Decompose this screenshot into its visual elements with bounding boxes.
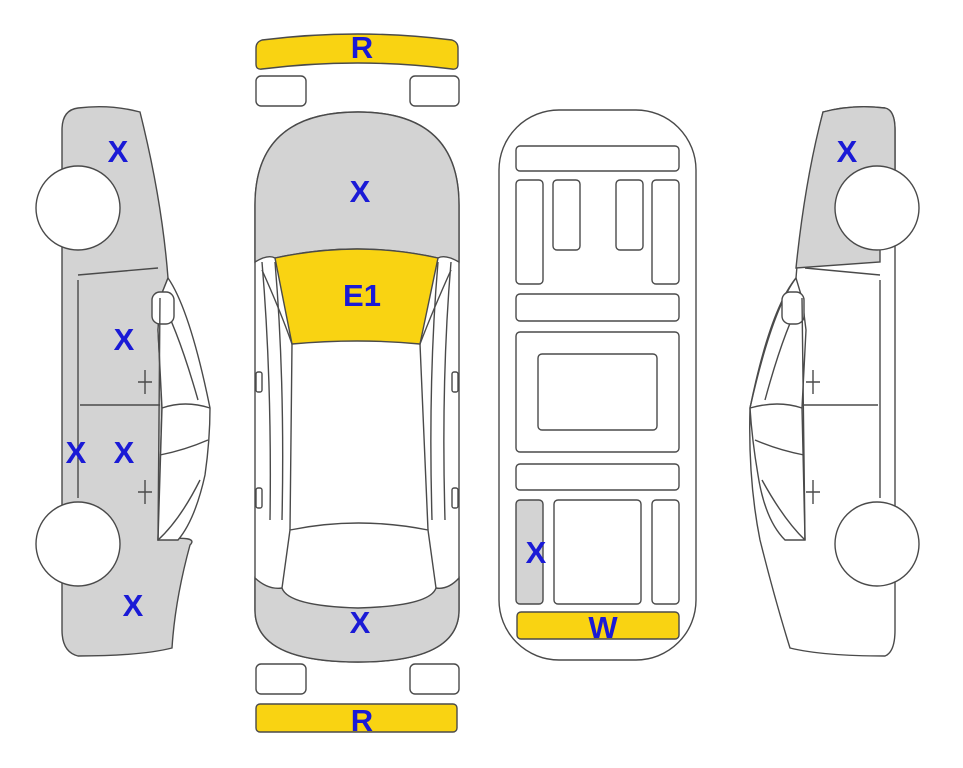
right-front-wheel xyxy=(834,165,920,251)
underbody-front-bar xyxy=(515,145,680,172)
underbody-front-left-rail xyxy=(515,179,544,285)
rear-window xyxy=(281,522,437,609)
underbody-rear-center xyxy=(553,499,642,605)
windshield[interactable] xyxy=(274,248,439,345)
rear-bumper-label: R xyxy=(351,703,373,738)
roof-outline xyxy=(289,343,429,531)
front-bumper-label: R xyxy=(351,30,373,65)
underbody-rear-panel[interactable] xyxy=(516,611,680,640)
handle-right-top xyxy=(451,487,459,509)
rear-light-left xyxy=(255,663,307,695)
left-front-fender-label: X xyxy=(108,134,129,169)
left-greenhouse xyxy=(157,276,211,541)
right-mirror xyxy=(781,291,805,325)
left-front-wheel xyxy=(35,165,121,251)
front-bumper-group: R xyxy=(255,30,460,107)
left-door-handle-rear xyxy=(138,480,152,504)
a-pillar-line xyxy=(261,269,452,345)
left-rear-wheel xyxy=(35,501,121,587)
underbody-front-right-rail xyxy=(651,179,680,285)
left-door-lines xyxy=(77,267,161,541)
left-door-handle-front xyxy=(138,370,152,394)
front-light-right xyxy=(409,75,460,107)
right-greenhouse xyxy=(749,276,807,541)
front-bumper[interactable] xyxy=(255,33,459,70)
trunk-label: X xyxy=(350,605,371,640)
right-door-handle-rear xyxy=(806,480,820,504)
side-window-left xyxy=(261,261,284,521)
underbody-rear-bar xyxy=(515,463,680,491)
right-door-lines xyxy=(801,267,881,541)
underbody-mid-bar xyxy=(515,293,680,322)
right-door-handle-front xyxy=(806,370,820,394)
windshield-label: E1 xyxy=(343,278,381,313)
underbody-rear-left[interactable] xyxy=(515,499,544,605)
left-rocker-label: X xyxy=(66,435,87,470)
left-rear-door-label: X xyxy=(114,435,135,470)
car-top-view: X E1 X xyxy=(254,111,460,663)
hood-label: X xyxy=(350,174,371,209)
car-right-side-view: X xyxy=(749,105,920,657)
rear-bumper-group: R xyxy=(255,663,460,738)
right-rear-wheel xyxy=(834,501,920,587)
left-window-lines xyxy=(157,297,211,541)
left-rear-quarter-label: X xyxy=(123,588,144,623)
underbody-rear-left-label: X xyxy=(526,535,547,570)
underbody-floor-inner xyxy=(537,353,658,431)
handle-left-top xyxy=(255,487,263,509)
side-window-right xyxy=(430,261,452,521)
right-window-lines xyxy=(749,297,806,541)
underbody-rear-panel-label: W xyxy=(588,610,618,645)
rear-bumper[interactable] xyxy=(255,703,458,733)
mirror-left-top xyxy=(255,371,263,393)
car-underbody-view: X W xyxy=(498,109,697,661)
car-left-side-view: X X X X X xyxy=(35,105,211,657)
mirror-right-top xyxy=(451,371,459,393)
rear-light-right xyxy=(409,663,460,695)
front-light-left xyxy=(255,75,307,107)
left-front-door-label: X xyxy=(114,322,135,357)
left-mirror xyxy=(151,291,175,325)
underbody-rear-right xyxy=(651,499,680,605)
underbody-front-left-inner xyxy=(552,179,581,251)
right-front-fender-label: X xyxy=(837,134,858,169)
underbody-front-right-inner xyxy=(615,179,644,251)
